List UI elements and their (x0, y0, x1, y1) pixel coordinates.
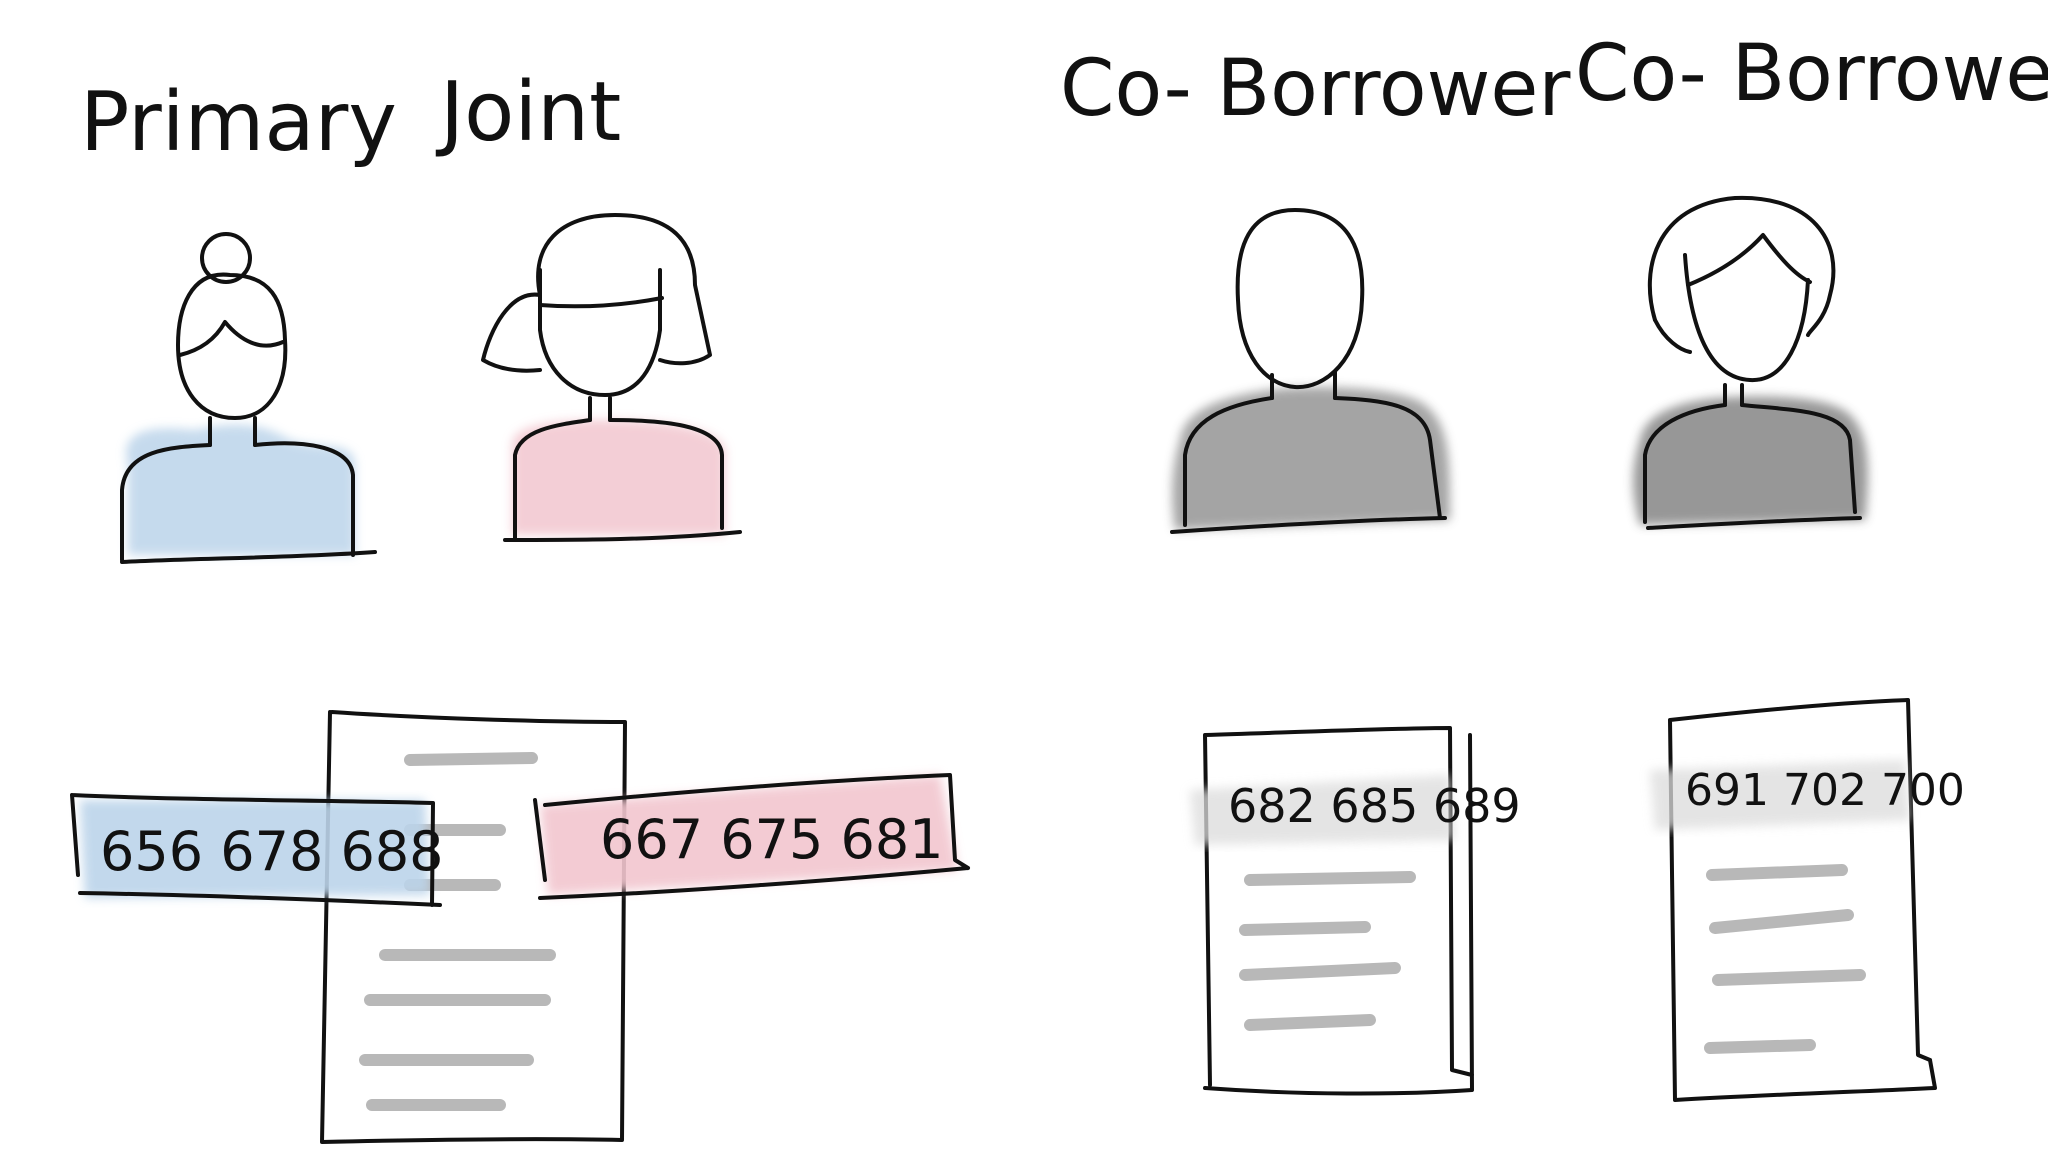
joint-credit-report-document (320, 710, 627, 1144)
doc-line (1712, 969, 1866, 986)
coborrower-2-score-text: 691 702 700 (1685, 765, 1965, 816)
doc-line (1244, 871, 1416, 886)
label-coborrower-1: Co- Borrower (1060, 44, 1571, 134)
doc-line (1706, 864, 1848, 881)
label-joint: Joint (435, 65, 621, 160)
label-coborrower-2: Co- Borrower (1575, 29, 2048, 119)
coborrower-1-credit-report-document: 682 685 689 (1190, 726, 1521, 1096)
coborrower-1-score-text: 682 685 689 (1228, 779, 1521, 833)
joint-person-icon (481, 213, 742, 542)
doc-line (1244, 1014, 1376, 1031)
doc-line (1239, 921, 1371, 936)
primary-score-text: 656 678 688 (100, 820, 444, 883)
label-primary: Primary (80, 75, 397, 170)
coborrower-2-person-icon (1633, 195, 1868, 530)
doc-line (1709, 909, 1854, 934)
joint-score-text: 667 675 681 (600, 808, 944, 871)
doc-line (1239, 962, 1401, 981)
coborrower-1-person-icon (1170, 208, 1450, 534)
doc-line (404, 752, 538, 766)
primary-person-icon (120, 232, 377, 564)
joint-score-bar: 667 675 681 (533, 773, 970, 900)
primary-score-bar: 656 678 688 (70, 793, 444, 907)
doc-line (1704, 1039, 1816, 1054)
coborrower-2-credit-report-document: 691 702 700 (1650, 698, 1965, 1102)
